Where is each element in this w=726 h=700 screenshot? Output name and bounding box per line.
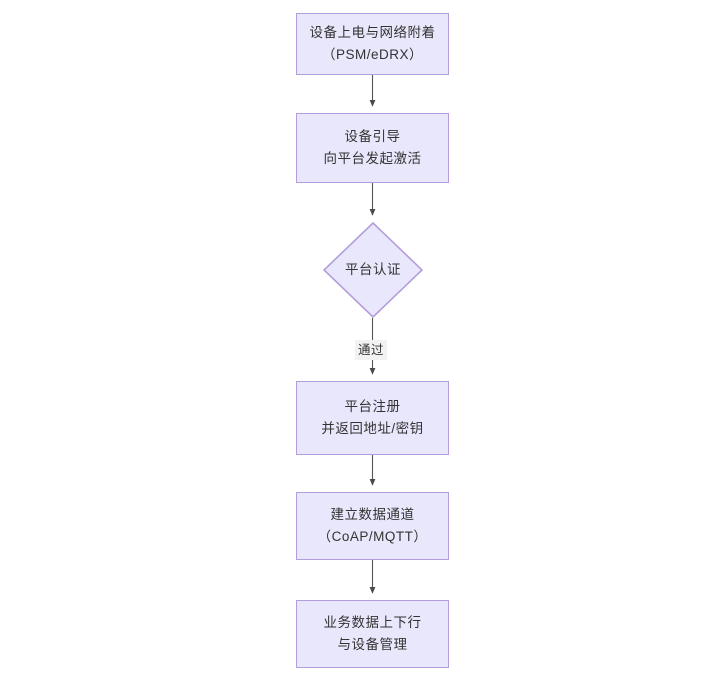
- flow-node-platform-auth-decision[interactable]: 平台认证: [323, 222, 423, 318]
- flow-node-data-exchange-device-mgmt[interactable]: 业务数据上下行 与设备管理: [296, 600, 449, 668]
- flow-node-label: 业务数据上下行 与设备管理: [323, 615, 422, 652]
- flow-node-platform-register[interactable]: 平台注册 并返回地址/密钥: [296, 381, 449, 455]
- flow-node-label: 平台认证: [345, 262, 401, 277]
- diamond-shape-icon: [323, 222, 423, 318]
- flow-node-label: 设备上电与网络附着 （PSM/eDRX）: [309, 25, 436, 62]
- flow-node-establish-data-channel[interactable]: 建立数据通道 （CoAP/MQTT）: [296, 492, 449, 560]
- flow-node-label: 平台注册 并返回地址/密钥: [321, 399, 424, 436]
- flow-node-label: 建立数据通道 （CoAP/MQTT）: [317, 507, 428, 544]
- flow-node-label: 设备引导 向平台发起激活: [323, 129, 422, 166]
- edge-label-pass: 通过: [355, 340, 388, 360]
- flow-node-power-on-attach[interactable]: 设备上电与网络附着 （PSM/eDRX）: [296, 13, 449, 75]
- flow-node-bootstrap-activate[interactable]: 设备引导 向平台发起激活: [296, 113, 449, 183]
